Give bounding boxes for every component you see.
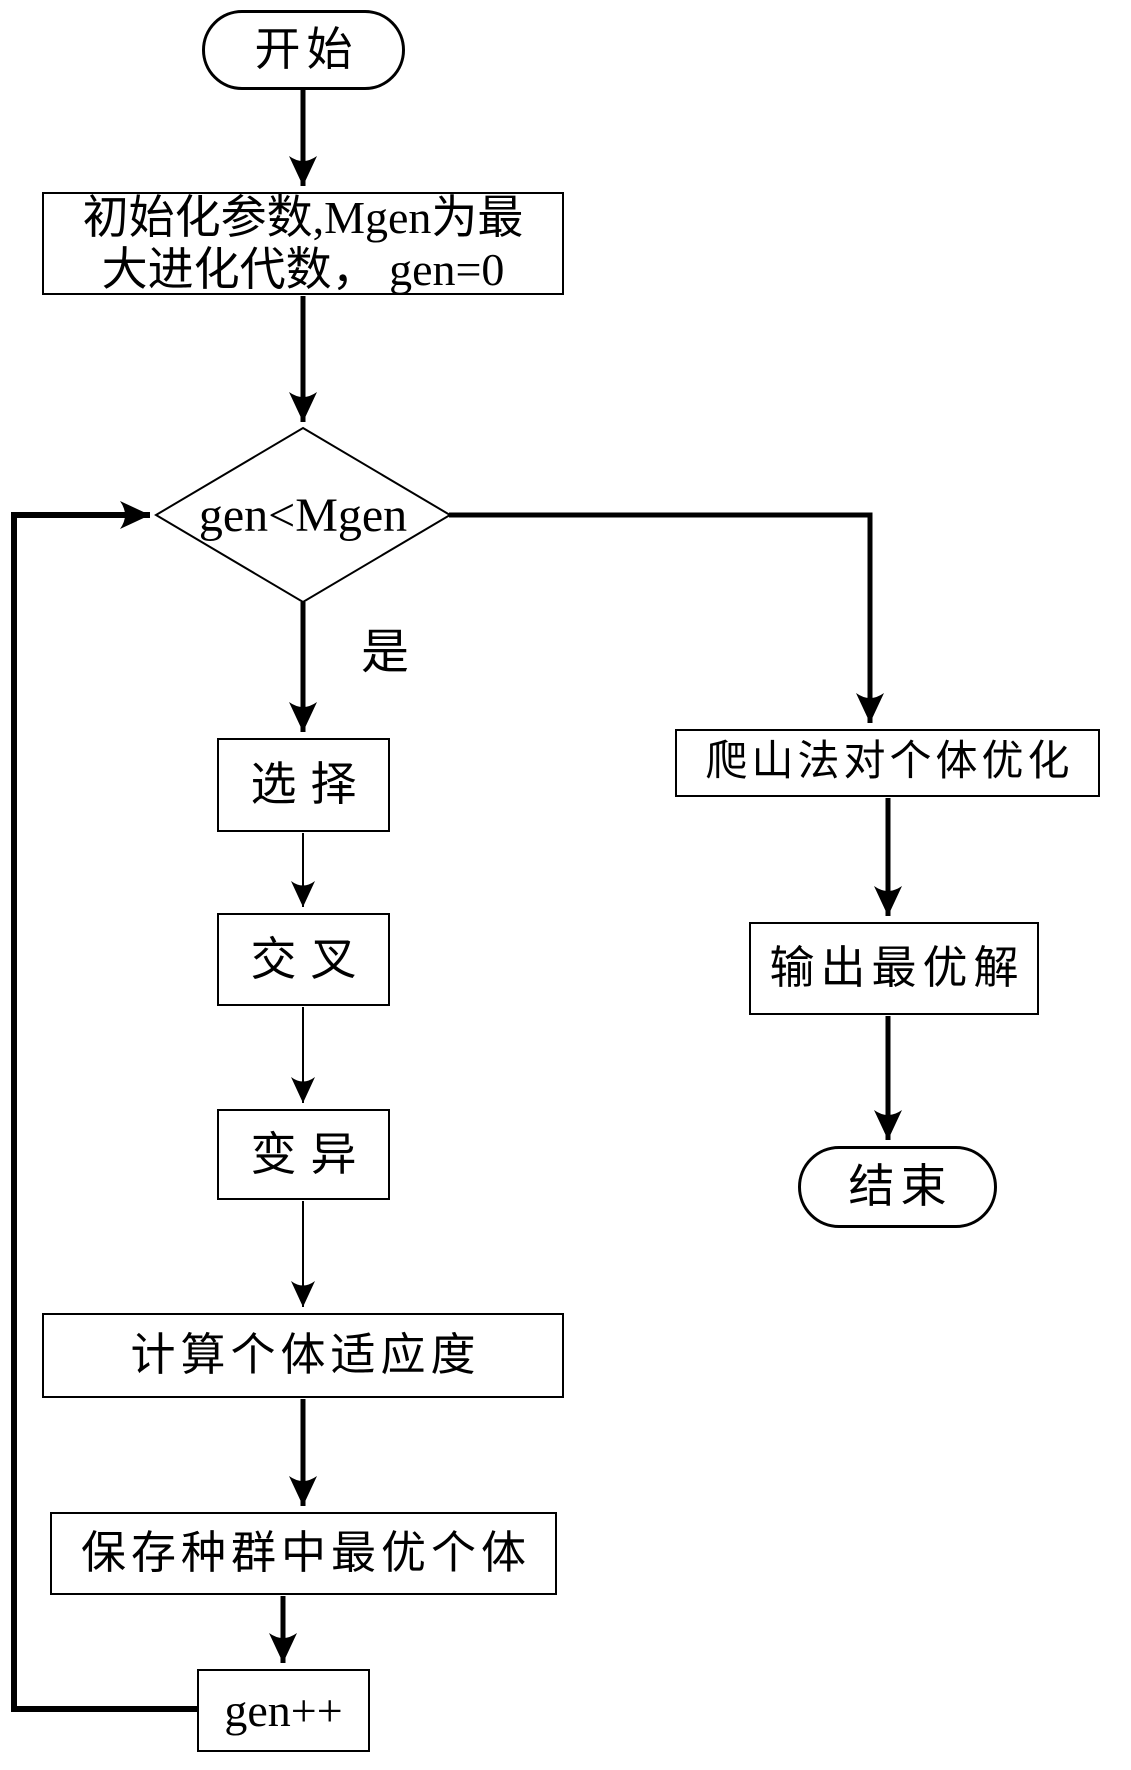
fitness-node: 计算个体适应度 [42,1313,564,1398]
init-params-line2: 大进化代数， gen=0 [101,243,505,295]
init-params-node: 初始化参数,Mgen为最 大进化代数， gen=0 [42,192,564,295]
gen-increment-node: gen++ [197,1669,370,1752]
selection-node: 选择 [217,738,390,832]
mutation-label: 变异 [250,1128,371,1180]
hill-climb-node: 爬山法对个体优化 [675,729,1100,797]
mutation-node: 变异 [217,1109,390,1200]
output-node: 输出最优解 [749,922,1039,1015]
selection-label: 选择 [250,759,371,811]
crossover-label: 交叉 [250,933,371,985]
save-best-node: 保存种群中最优个体 [50,1512,557,1595]
condition-diamond-shape [154,426,452,604]
crossover-node: 交叉 [217,913,390,1006]
fitness-label: 计算个体适应度 [130,1330,481,1381]
end-node: 结束 [798,1146,997,1228]
output-label: 输出最优解 [769,943,1025,994]
init-params-line1: 初始化参数,Mgen为最 [82,191,524,243]
condition-label: gen<Mgen [198,488,408,542]
end-label: 结束 [848,1161,953,1213]
save-best-label: 保存种群中最优个体 [80,1528,531,1579]
condition-node: gen<Mgen [193,487,413,543]
hill-climb-label: 爬山法对个体优化 [705,739,1074,786]
connector-condition-to-hill-climb [449,512,884,723]
gen-increment-label: gen++ [224,1684,343,1736]
start-label: 开始 [254,24,359,76]
yes-branch-label: 是 [360,626,409,679]
connector-increment-loop-to-condition [11,501,197,1712]
start-node: 开始 [202,10,405,90]
